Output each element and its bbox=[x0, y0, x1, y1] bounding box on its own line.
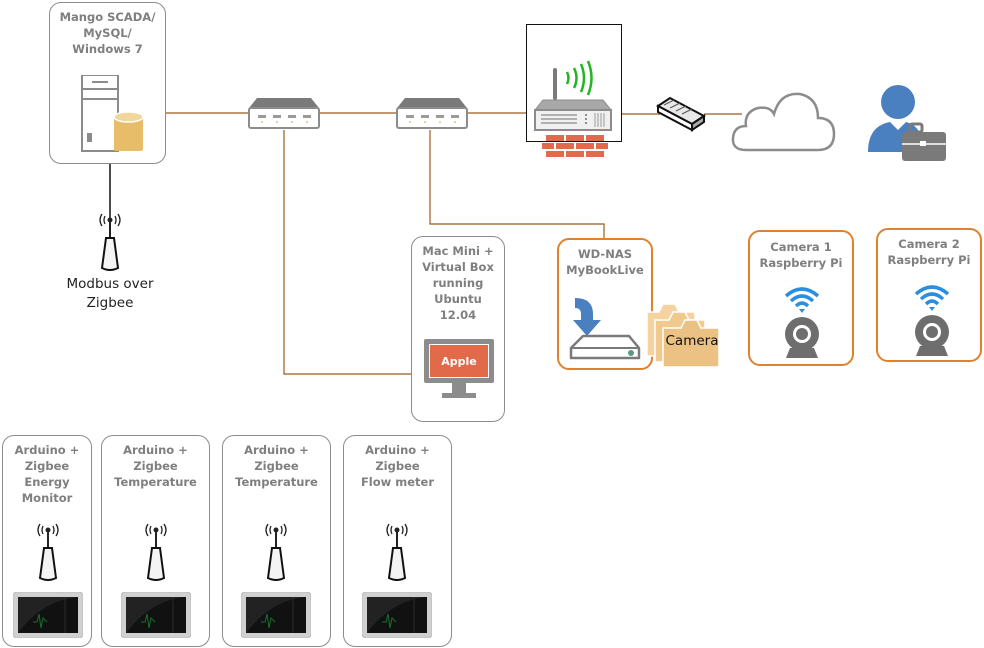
monitor-screen: Apple bbox=[429, 344, 489, 378]
wireless-router-icon[interactable] bbox=[533, 60, 613, 132]
oscilloscope-monitor-icon bbox=[362, 592, 432, 638]
sensor-node-energy-monitor[interactable]: Arduino + Zigbee Energy Monitor bbox=[2, 435, 92, 647]
camera-folders-icon bbox=[646, 303, 720, 368]
server-label: Mango SCADA/ MySQL/ Windows 7 bbox=[59, 10, 156, 56]
monitor-screen-text: Apple bbox=[441, 354, 477, 368]
modem-icon[interactable] bbox=[656, 94, 706, 134]
camera-1-box[interactable]: Camera 1 Raspberry Pi bbox=[748, 230, 854, 366]
sensor-node-flow-meter[interactable]: Arduino + Zigbee Flow meter bbox=[343, 435, 452, 647]
oscilloscope-monitor-icon bbox=[121, 592, 191, 638]
sensor-node-temperature-2[interactable]: Arduino + Zigbee Temperature bbox=[222, 435, 331, 647]
oscilloscope-monitor-icon bbox=[13, 592, 83, 638]
camera-1-webcam-icon bbox=[784, 287, 820, 358]
zigbee-antenna-icon bbox=[37, 523, 59, 581]
zigbee-antenna-icon bbox=[386, 523, 408, 581]
network-switch-2-icon[interactable] bbox=[395, 96, 469, 132]
oscilloscope-monitor-icon bbox=[241, 592, 311, 638]
zigbee-antenna-icon bbox=[265, 523, 287, 581]
internet-cloud-icon bbox=[731, 92, 836, 152]
server-database-icon bbox=[81, 75, 144, 152]
monitor-stand bbox=[452, 383, 466, 393]
camera-2-label: Camera 2 Raspberry Pi bbox=[887, 237, 971, 267]
camera-1-label: Camera 1 Raspberry Pi bbox=[759, 240, 843, 270]
zigbee-antenna-icon bbox=[99, 213, 121, 271]
remote-user-icon bbox=[868, 85, 946, 161]
sensor-node-label: Arduino + Zigbee Flow meter bbox=[360, 443, 435, 489]
wire-switch2-nas bbox=[429, 130, 605, 238]
sensor-node-temperature-1[interactable]: Arduino + Zigbee Temperature bbox=[101, 435, 210, 647]
firewall-icon bbox=[542, 135, 608, 157]
mac-mini-label: Mac Mini + Virtual Box running Ubuntu 12… bbox=[422, 244, 494, 322]
zigbee-coordinator-label: Modbus over Zigbee bbox=[66, 276, 154, 311]
monitor-base bbox=[442, 393, 476, 398]
wire-switch1-macmini bbox=[283, 130, 412, 375]
camera-2-webcam-icon bbox=[914, 285, 950, 356]
nas-label: WD-NAS MyBookLive bbox=[566, 247, 644, 277]
monitor-icon: Apple bbox=[424, 339, 494, 383]
nas-drive-icon bbox=[569, 298, 641, 360]
server-box[interactable]: Mango SCADA/ MySQL/ Windows 7 bbox=[49, 2, 166, 164]
nas-box[interactable]: WD-NAS MyBookLive bbox=[557, 238, 653, 370]
mac-mini-box[interactable]: Mac Mini + Virtual Box running Ubuntu 12… bbox=[411, 236, 505, 422]
sensor-node-label: Arduino + Zigbee Energy Monitor bbox=[14, 443, 80, 505]
zigbee-antenna-icon bbox=[145, 523, 167, 581]
sensor-node-label: Arduino + Zigbee Temperature bbox=[235, 443, 318, 489]
sensor-node-label: Arduino + Zigbee Temperature bbox=[114, 443, 197, 489]
network-switch-1-icon[interactable] bbox=[247, 96, 321, 132]
camera-2-box[interactable]: Camera 2 Raspberry Pi bbox=[876, 228, 982, 362]
camera-folder-label: Camera bbox=[665, 333, 719, 349]
